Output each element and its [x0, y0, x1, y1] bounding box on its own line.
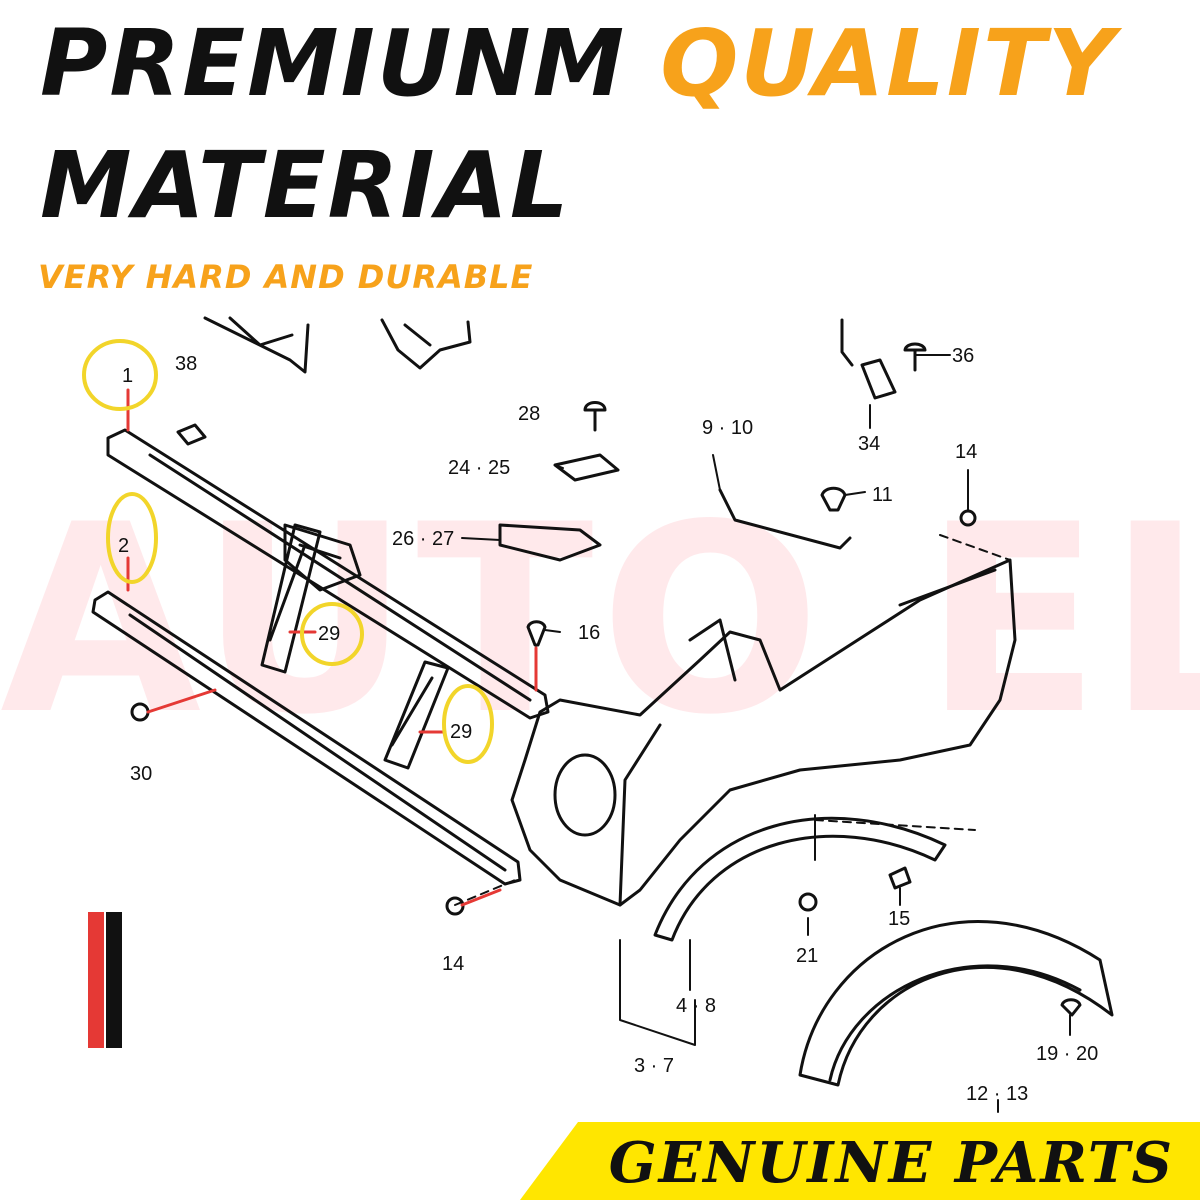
fender-body — [510, 558, 1017, 907]
callout-24-25: 24 · 25 — [448, 457, 510, 479]
clip-11 — [820, 486, 847, 512]
highlight-2 — [106, 492, 158, 584]
callout-4-8: 4 · 8 — [676, 995, 716, 1017]
lower-rail — [91, 590, 522, 886]
leaders — [461, 354, 1071, 1113]
callout-12-13: 12 · 13 — [966, 1083, 1028, 1105]
black-stripe — [106, 912, 122, 1048]
highlight-1 — [82, 339, 158, 411]
callout-1: 1 — [122, 365, 133, 387]
clip-38 — [176, 423, 207, 446]
bolt-30 — [130, 702, 150, 722]
callout-29a: 29 — [318, 623, 340, 645]
wheel-flare — [798, 920, 1114, 1087]
center-bracket — [283, 523, 362, 592]
callout-16: 16 — [578, 622, 600, 644]
bolt-14 — [959, 509, 977, 527]
top-bracket-left — [203, 316, 310, 374]
red-leader-30 — [146, 688, 217, 714]
genuine-parts-text: GENUINE PARTS — [608, 1130, 1174, 1196]
callout-30: 30 — [130, 763, 152, 785]
callout-36: 36 — [952, 345, 974, 367]
callout-14-upper: 14 — [955, 441, 977, 463]
fender-inner-line — [618, 568, 997, 907]
red-stripe — [88, 912, 104, 1048]
bracket-24-25 — [553, 453, 620, 482]
highlight-29a — [300, 602, 364, 666]
callout-15: 15 — [888, 908, 910, 930]
subtitle: VERY HARD AND DURABLE — [38, 258, 534, 296]
top-bracket-right — [380, 318, 472, 370]
brace-left — [260, 523, 322, 674]
callout-38: 38 — [175, 353, 197, 375]
callout-29b: 29 — [450, 721, 472, 743]
highlight-29b — [442, 684, 494, 764]
callout-26-27: 26 · 27 — [392, 528, 454, 550]
wheel-arch-inner — [653, 816, 947, 942]
callout-34: 34 — [858, 433, 880, 455]
clip-21 — [798, 892, 818, 912]
strip-9-10 — [718, 488, 852, 550]
callout-9-10: 9 · 10 — [702, 417, 753, 439]
callout-14-lower: 14 — [442, 953, 464, 975]
dashed-leaders — [454, 534, 1011, 906]
watermark: AUTO ELITE — [0, 470, 1200, 772]
headline-material: MATERIAL — [40, 132, 571, 239]
brace-right — [383, 660, 450, 770]
callout-19-20: 19 · 20 — [1036, 1043, 1098, 1065]
headline-quality: QUALITY — [660, 10, 1117, 117]
clip-28 — [583, 401, 607, 432]
callout-2: 2 — [118, 535, 129, 557]
callout-21: 21 — [796, 945, 818, 967]
bolt-15 — [888, 866, 912, 890]
callout-28: 28 — [518, 403, 540, 425]
fender-opening — [553, 753, 617, 837]
callout-11: 11 — [872, 484, 893, 506]
screw-16 — [526, 620, 547, 647]
upper-rail — [106, 428, 550, 720]
headline-line-1: PREMIUNM QUALITY — [40, 18, 1116, 110]
headline-premiunm: PREMIUNM — [40, 10, 627, 117]
bracket-34 — [840, 318, 897, 400]
red-leader-14 — [460, 888, 502, 907]
bracket-26-27 — [498, 523, 602, 562]
clip-36 — [903, 342, 927, 372]
clip-19-20 — [1060, 998, 1082, 1017]
callout-3-7: 3 · 7 — [634, 1055, 674, 1077]
